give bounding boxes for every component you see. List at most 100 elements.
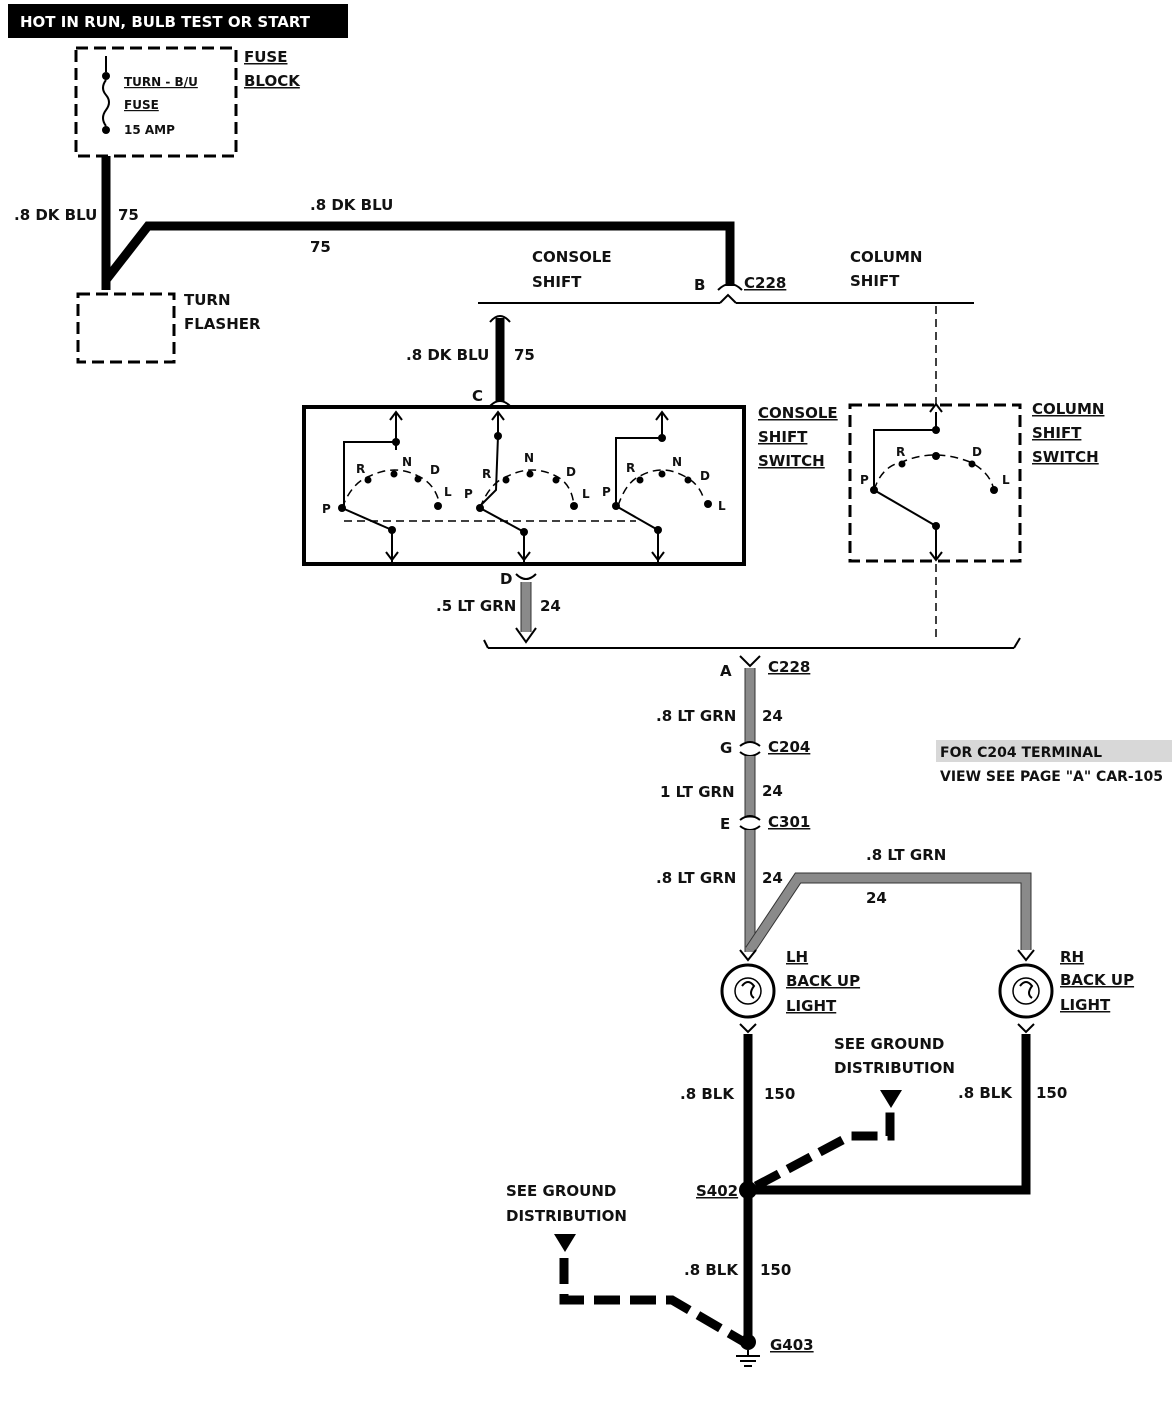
variant-console-2: SHIFT (532, 273, 582, 291)
c228-bottom-pin: A (720, 662, 732, 680)
pos-n-2: N (524, 451, 534, 465)
console-switch-label-3: SWITCH (758, 452, 825, 470)
column-switch-label-1: COLUMN (1032, 400, 1104, 418)
pos-r-1: R (356, 462, 365, 476)
lh-back-up-light: LH BACK UP LIGHT (720, 948, 860, 1034)
lh-light-label-2: BACK UP (786, 972, 860, 990)
variant-split-bottom (483, 637, 1021, 649)
wire-s402-g403-color: .8 BLK (684, 1261, 739, 1279)
pos-d-3: D (700, 469, 710, 483)
wire-blk-150: .8 BLK 150 .8 BLK 150 .8 BLK 150 (559, 1034, 1067, 1346)
wire-lh-rh-color: .8 LT GRN (866, 846, 946, 864)
splice-s402: S402 (696, 1181, 757, 1200)
ground-ref-left-2: DISTRIBUTION (506, 1207, 627, 1225)
wire-lh-rh-circuit: 24 (866, 889, 887, 907)
c228-top-pin: B (694, 276, 705, 294)
wire-s402-g403-circuit: 150 (760, 1261, 791, 1279)
variant-split-top: CONSOLE SHIFT COLUMN SHIFT (478, 248, 974, 304)
wire-c301-lh-circuit: 24 (762, 869, 783, 887)
wire-c204-c301-circuit: 24 (762, 782, 783, 800)
c228-bottom-name: C228 (768, 658, 810, 676)
fuse-icon (102, 56, 110, 134)
variant-column-1: COLUMN (850, 248, 922, 266)
wire-console-out-color: .5 LT GRN (436, 597, 516, 615)
wire-dk-blu-75: .8 DK BLU 75 .8 DK BLU 75 (14, 156, 735, 290)
pos-p-2: P (464, 487, 473, 501)
col-pos-d: D (972, 445, 982, 459)
wire-lt-grn-console-out: D .5 LT GRN 24 (436, 570, 561, 644)
pos-r-3: R (626, 461, 635, 475)
pos-p-3: P (602, 485, 611, 499)
variant-console-1: CONSOLE (532, 248, 612, 266)
ground-label: G403 (770, 1336, 814, 1354)
lh-light-label-3: LIGHT (786, 997, 837, 1015)
column-switch-label-2: SHIFT (1032, 424, 1082, 442)
fuse-rating: 15 AMP (124, 123, 175, 137)
wire-rh-ground-circuit: 150 (1036, 1084, 1067, 1102)
c301-name: C301 (768, 813, 810, 831)
turn-flasher-label-1: TURN (184, 291, 231, 309)
column-shift-switch: P R D L COLUMN SHIFT SWITCH (848, 306, 1104, 642)
console-switch-section-1: P R N D L (322, 410, 452, 562)
col-pos-l: L (1002, 473, 1010, 487)
pos-d-2: D (566, 465, 576, 479)
pos-r-2: R (482, 467, 491, 481)
console-switch-label-2: SHIFT (758, 428, 808, 446)
rh-light-label-2: BACK UP (1060, 971, 1134, 989)
rh-back-up-light: RH BACK UP LIGHT (998, 948, 1134, 1034)
console-switch-section-2: P R N D L (464, 410, 590, 562)
c204-name: C204 (768, 738, 810, 756)
ground-distribution-ref-left: SEE GROUND DISTRIBUTION (506, 1182, 627, 1252)
wire-c228-c204-color: .8 LT GRN (656, 707, 736, 725)
ground-symbol-icon (736, 1350, 760, 1367)
col-pos-r: R (896, 445, 905, 459)
rh-light-label-3: LIGHT (1060, 996, 1111, 1014)
wire-lh-ground-circuit: 150 (764, 1085, 795, 1103)
wire-c204-c301-color: 1 LT GRN (660, 783, 735, 801)
lh-light-label-1: LH (786, 948, 808, 966)
pos-d-1: D (430, 463, 440, 477)
wire-fuse-flasher-circuit: 75 (118, 206, 139, 224)
splice-label: S402 (696, 1182, 738, 1200)
note-line-2: VIEW SEE PAGE "A" CAR-105 (940, 769, 1163, 785)
ground-ref-right-arrow-icon (880, 1090, 902, 1108)
ground-g403: G403 (736, 1334, 814, 1367)
wire-c228-c204-circuit: 24 (762, 707, 783, 725)
c228-top-name: C228 (744, 274, 786, 292)
fuse-block-label-1: FUSE (244, 48, 287, 66)
wire-lh-ground-color: .8 BLK (680, 1085, 735, 1103)
note-line-1: FOR C204 TERMINAL (940, 745, 1102, 761)
wire-c301-lh-color: .8 LT GRN (656, 869, 736, 887)
rh-light-label-1: RH (1060, 948, 1084, 966)
console-switch-label-1: CONSOLE (758, 404, 838, 422)
ground-distribution-ref-right: SEE GROUND DISTRIBUTION (834, 1035, 955, 1108)
pos-l-3: L (718, 499, 726, 513)
console-in-pin: C (472, 387, 483, 405)
pos-n-3: N (672, 455, 682, 469)
c301-pin: E (720, 815, 730, 833)
turn-flasher: TURN FLASHER (76, 291, 261, 364)
c204-terminal-note: FOR C204 TERMINAL VIEW SEE PAGE "A" CAR-… (936, 740, 1172, 785)
fuse-block: FUSE BLOCK TURN - B/U FUSE 15 AMP (74, 46, 301, 158)
wire-flasher-c228-color: .8 DK BLU (310, 196, 393, 214)
fuse-name-1: TURN - B/U (124, 75, 198, 89)
column-switch-label-3: SWITCH (1032, 448, 1099, 466)
wire-fuse-flasher-color: .8 DK BLU (14, 206, 97, 224)
connector-c228-top: B C228 (694, 274, 786, 294)
ground-ref-right-2: DISTRIBUTION (834, 1059, 955, 1077)
col-pos-p: P (860, 473, 869, 487)
pos-p-1: P (322, 502, 331, 516)
ground-ref-left-1: SEE GROUND (506, 1182, 616, 1200)
wire-dk-blu-console: .8 DK BLU 75 C (406, 315, 535, 407)
wire-rh-ground-color: .8 BLK (958, 1084, 1013, 1102)
pos-l-2: L (582, 487, 590, 501)
banner-text: HOT IN RUN, BULB TEST OR START (20, 13, 311, 31)
ground-ref-right-1: SEE GROUND (834, 1035, 944, 1053)
wire-console-in-color: .8 DK BLU (406, 346, 489, 364)
wire-lt-grn-trunk: .8 LT GRN 24 G C204 1 LT GRN 24 E C301 .… (656, 668, 1032, 954)
pos-l-1: L (444, 485, 452, 499)
variant-column-2: SHIFT (850, 272, 900, 290)
c204-pin: G (720, 739, 732, 757)
wire-console-out-circuit: 24 (540, 597, 561, 615)
